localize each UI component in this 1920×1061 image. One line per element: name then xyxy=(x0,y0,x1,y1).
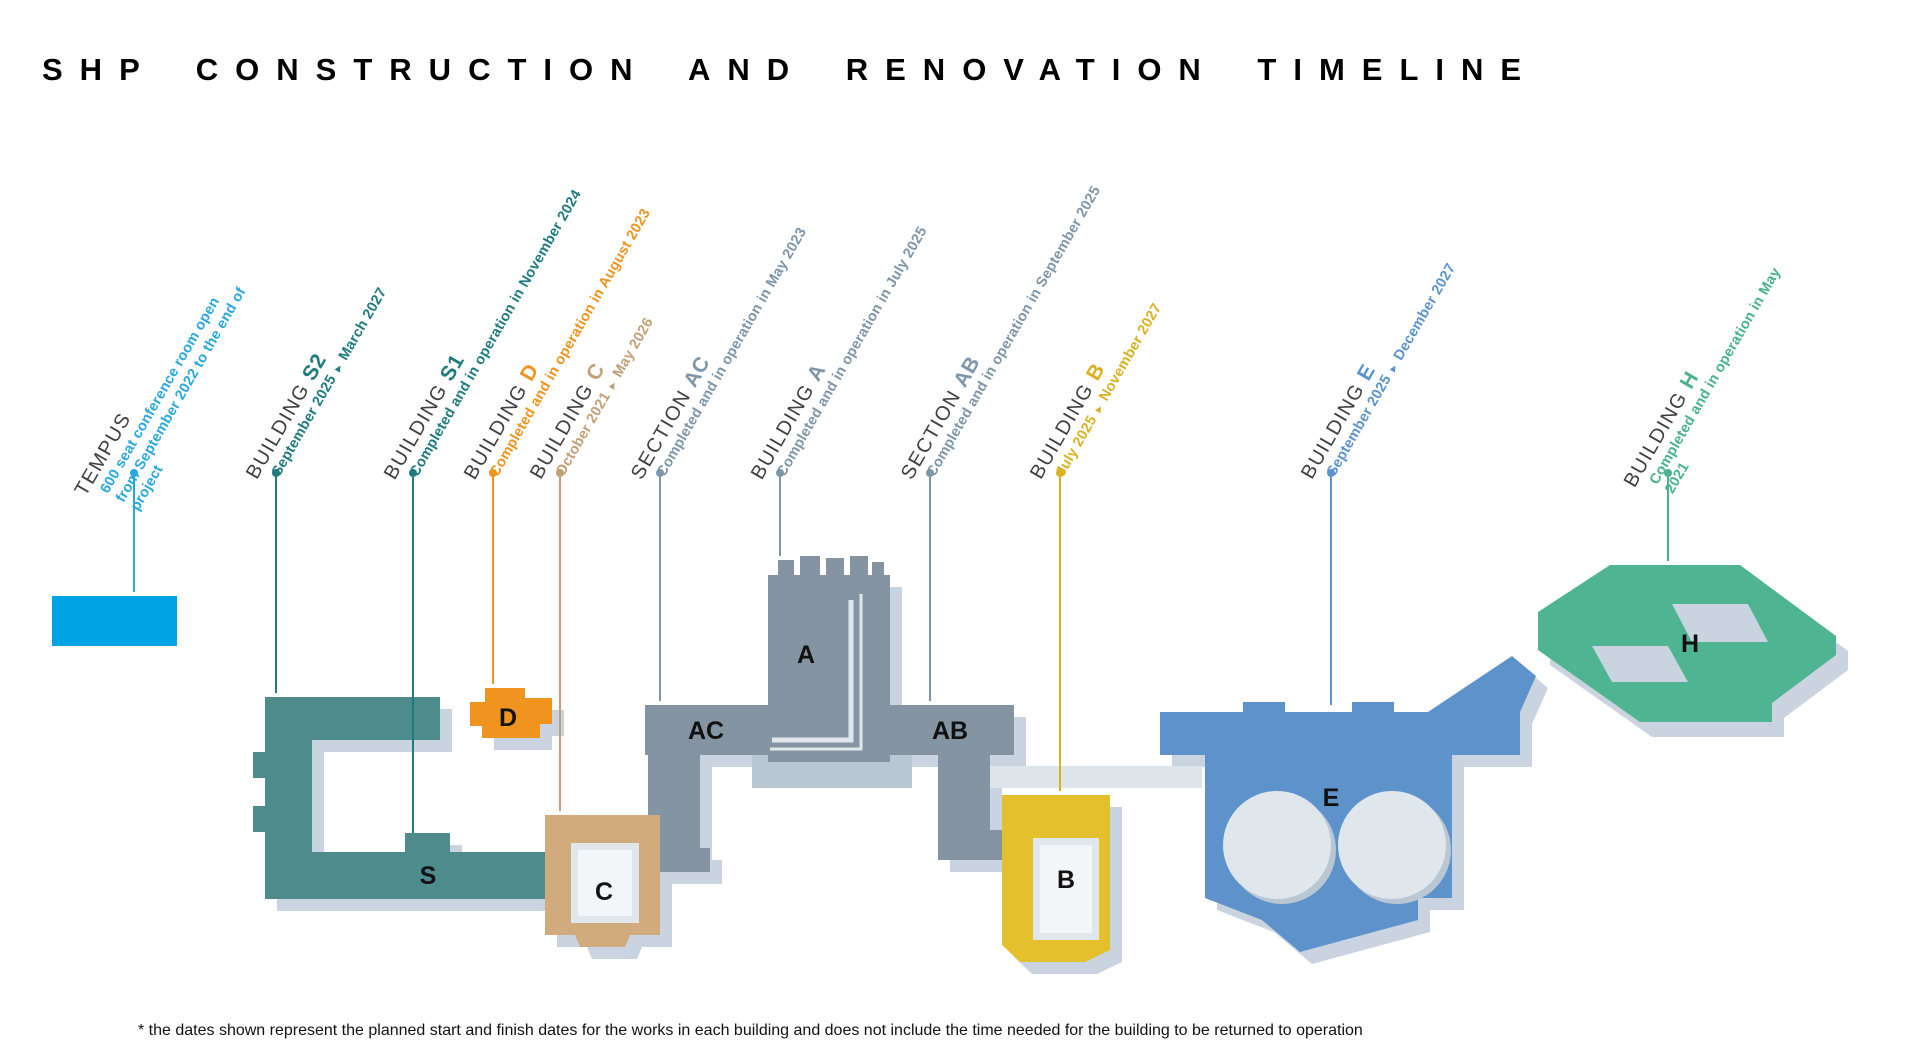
building-a-inner-detail-2 xyxy=(770,594,863,751)
anchor-dot xyxy=(656,469,664,477)
leader-line xyxy=(659,477,661,701)
building-b-shape xyxy=(1002,795,1110,962)
building-e-letter: E xyxy=(1323,784,1340,812)
anchor-dot xyxy=(1056,469,1064,477)
leader-line xyxy=(275,477,277,693)
arrow-icon: ▸ xyxy=(606,379,620,391)
building-c-letter: C xyxy=(595,878,613,906)
section-ac-shape xyxy=(645,705,772,755)
building-d-shape xyxy=(470,688,552,738)
building-s-complex xyxy=(253,697,575,899)
anchor-dot xyxy=(409,469,417,477)
anchor-dot xyxy=(776,469,784,477)
leader-line xyxy=(929,477,931,701)
building-tempus-shape xyxy=(52,596,177,646)
leader-line xyxy=(559,477,561,811)
arrow-icon: ▸ xyxy=(1387,362,1401,374)
building-h-shape xyxy=(1538,565,1836,722)
leader-line xyxy=(492,477,494,684)
building-a-inner-detail xyxy=(772,600,854,743)
building-b-letter: B xyxy=(1057,866,1075,894)
leader-line xyxy=(1330,477,1332,705)
building-s-letter: S xyxy=(420,862,437,890)
arrow-icon: ▸ xyxy=(332,362,346,374)
leader-line xyxy=(412,477,414,833)
building-d-letter: D xyxy=(499,704,517,732)
building-a-shape xyxy=(768,575,890,762)
anchor-dot xyxy=(926,469,934,477)
leader-line xyxy=(1667,477,1669,561)
section-ab-shape xyxy=(888,705,1014,755)
anchor-dot xyxy=(272,469,280,477)
building-e-shape xyxy=(1160,656,1536,952)
anchor-dot xyxy=(1664,469,1672,477)
anchor-dot xyxy=(130,469,138,477)
gray-corridor-system xyxy=(640,556,1014,872)
building-h-letter: H xyxy=(1681,630,1699,658)
building-a-letter: A xyxy=(797,641,815,669)
connector-walkway xyxy=(990,766,1202,788)
footnote: * the dates shown represent the planned … xyxy=(138,1022,1363,1039)
anchor-dot xyxy=(556,469,564,477)
section-ac-letter: AC xyxy=(688,717,724,745)
anchor-dot xyxy=(489,469,497,477)
leader-line xyxy=(1059,477,1061,791)
building-c-shape xyxy=(545,815,660,947)
leader-line xyxy=(133,477,135,592)
leader-line xyxy=(779,477,781,556)
arrow-icon: ▸ xyxy=(1092,402,1106,414)
page-title: SHP CONSTRUCTION AND RENOVATION TIMELINE xyxy=(42,52,1539,87)
section-ab-letter: AB xyxy=(932,717,968,745)
anchor-dot xyxy=(1327,469,1335,477)
